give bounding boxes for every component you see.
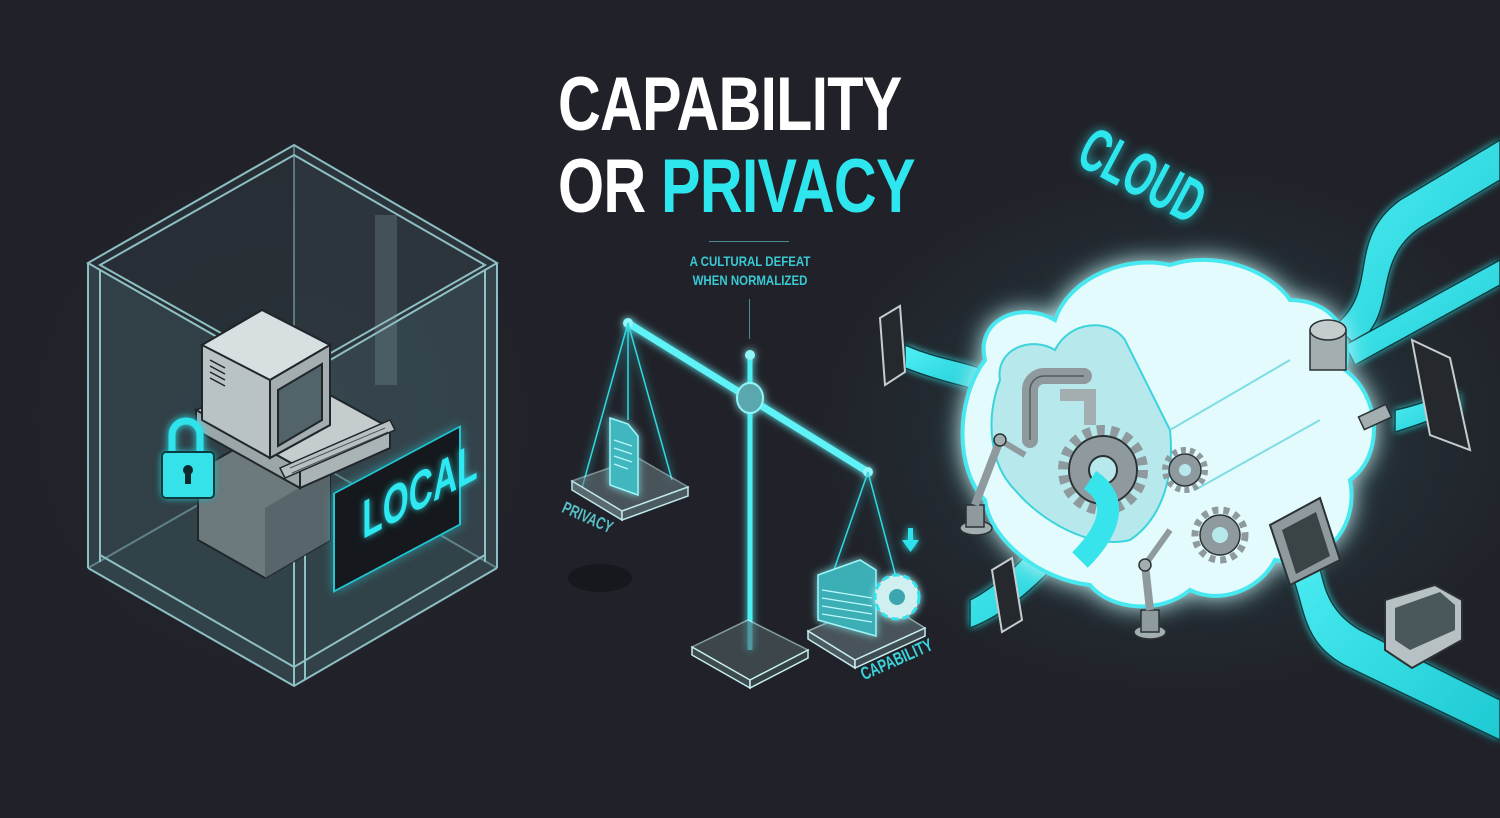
port-cloud-front [1268, 496, 1342, 587]
balance-scale-icon [581, 318, 901, 650]
gear-icon [873, 573, 921, 621]
subtitle-line-1: A CULTURAL DEFEAT [689, 253, 811, 269]
page-title: CAPABILITY OR PRIVACY [558, 62, 915, 229]
subtitle-line-2: WHEN NORMALIZED [692, 272, 808, 288]
title-accent: PRIVACY [661, 144, 915, 229]
title-line-2: OR PRIVACY [558, 144, 915, 229]
robot-arm-icon [1133, 528, 1173, 640]
subtitle-connector-line [749, 299, 750, 339]
port-right [1410, 338, 1472, 452]
port-left [878, 304, 907, 387]
title-prefix: OR [558, 144, 646, 229]
gear-icon [1162, 447, 1208, 493]
cable-clamp [1384, 583, 1463, 670]
robot-arm-icon [959, 433, 1027, 536]
lock-icon [161, 417, 215, 499]
arrow-down-icon [902, 528, 919, 552]
cloud-machinery [1022, 368, 1249, 568]
gear-icon [1191, 506, 1249, 564]
subtitle: A CULTURAL DEFEAT WHEN NORMALIZED [660, 252, 840, 290]
retro-computer-icon [193, 308, 397, 580]
document-icon [609, 416, 639, 497]
subtitle-divider-top [709, 241, 789, 242]
title-line-1: CAPABILITY [558, 62, 902, 147]
capability-pan [806, 559, 927, 670]
cloud-connector [1309, 319, 1393, 431]
scale-base [690, 619, 810, 690]
port-bottom [990, 556, 1024, 634]
